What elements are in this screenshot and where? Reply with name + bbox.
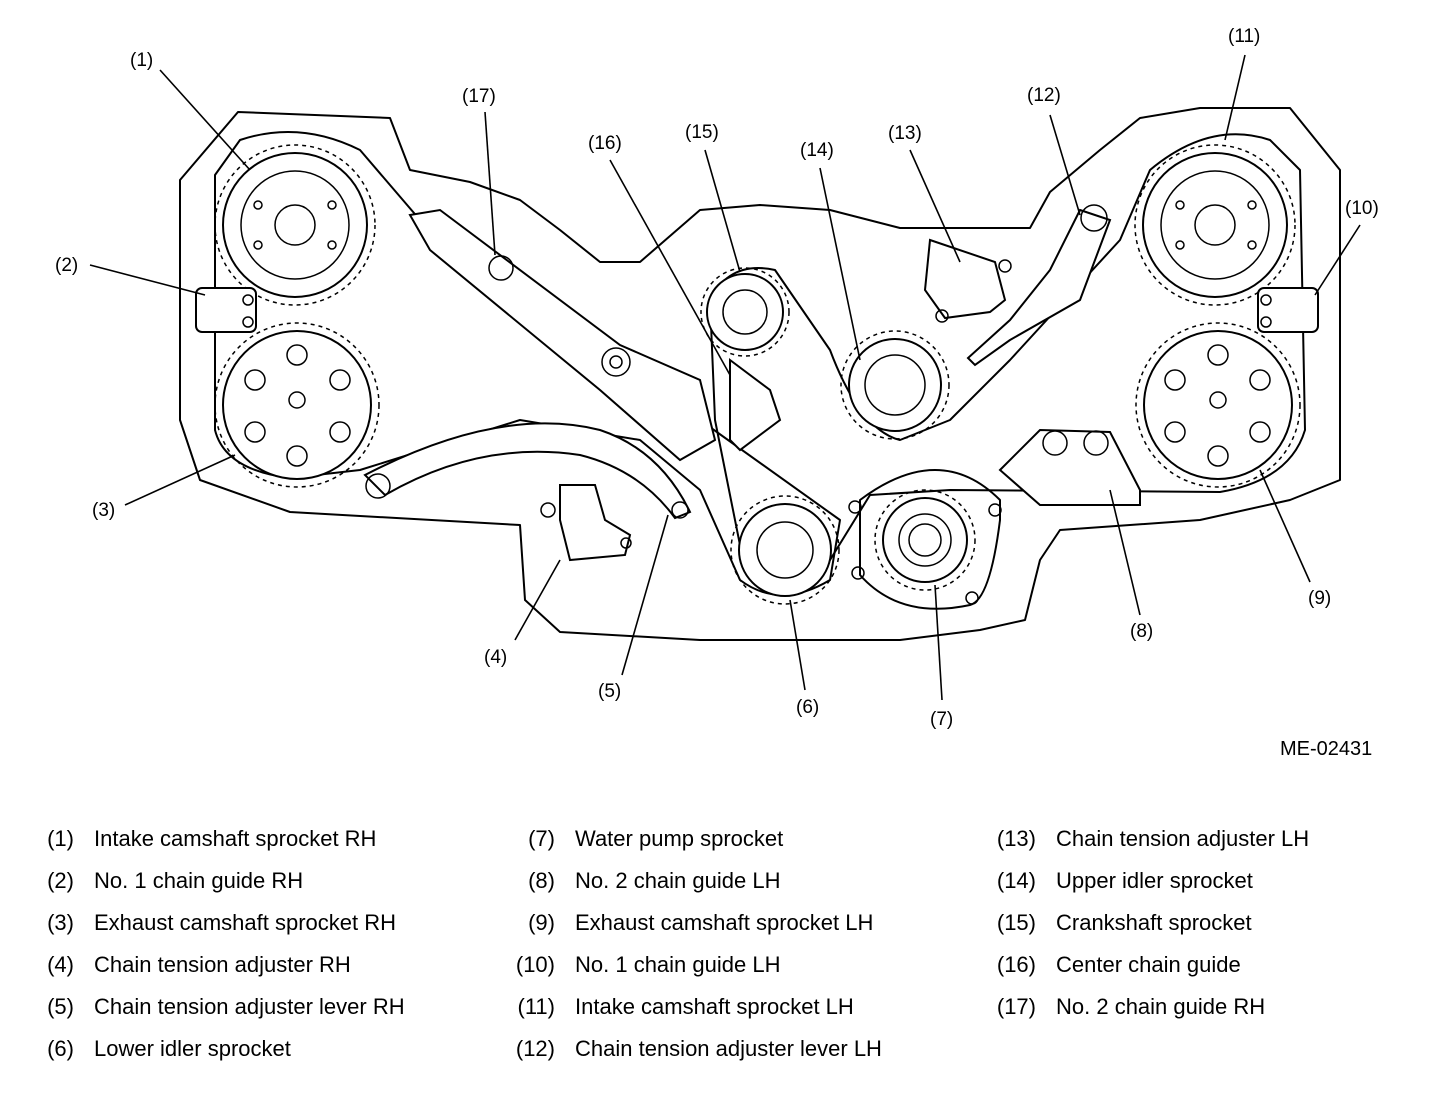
legend-number: (15) xyxy=(996,910,1036,935)
no1-chain-guide-rh xyxy=(195,287,257,333)
callout-17: (17) xyxy=(462,86,496,107)
legend-label: Chain tension adjuster LH xyxy=(1056,826,1310,851)
callout-14: (14) xyxy=(800,140,834,161)
callout-1: (1) xyxy=(130,50,153,71)
water-pump-sprocket xyxy=(848,469,1002,610)
no2-chain-guide-lh xyxy=(998,428,1141,506)
legend-label: No. 1 chain guide LH xyxy=(575,952,781,977)
legend-label: No. 2 chain guide RH xyxy=(1056,994,1266,1019)
legend-number: (17) xyxy=(996,994,1036,1019)
exhaust-camshaft-sprocket-rh xyxy=(214,322,380,488)
legend-label: No. 1 chain guide RH xyxy=(94,868,304,893)
crankshaft-sprocket xyxy=(700,267,790,357)
callout-8: (8) xyxy=(1130,621,1153,642)
chain-tension-adjuster-rh xyxy=(540,484,632,562)
engine-cover-outline xyxy=(179,107,1341,641)
legend-number: (2) xyxy=(47,868,74,893)
legend-label: Crankshaft sprocket xyxy=(1056,910,1252,935)
timing-chain-diagram: (1) (2) (3) (4) (5) (6) (7) (8) (9) (10)… xyxy=(55,26,1379,730)
callout-11: (11) xyxy=(1228,26,1260,47)
callout-5: (5) xyxy=(598,681,621,702)
callout-3: (3) xyxy=(92,500,115,521)
legend-label: Lower idler sprocket xyxy=(94,1036,291,1061)
callout-7: (7) xyxy=(930,709,953,730)
intake-camshaft-sprocket-lh xyxy=(1134,144,1296,306)
legend-number: (7) xyxy=(528,826,555,851)
legend-number: (4) xyxy=(47,952,74,977)
legend-label: Upper idler sprocket xyxy=(1056,868,1253,893)
no1-chain-guide-lh xyxy=(1257,287,1319,333)
chain-tension-adjuster-lever-lh xyxy=(966,204,1112,367)
legend-number: (8) xyxy=(528,868,555,893)
callout-12: (12) xyxy=(1027,85,1061,106)
legend-label: Center chain guide xyxy=(1056,952,1241,977)
legend-label: Intake camshaft sprocket RH xyxy=(94,826,377,851)
chain-tension-adjuster-lh xyxy=(923,238,1012,323)
legend-number: (10) xyxy=(515,952,555,977)
legend-number: (14) xyxy=(996,868,1036,893)
legend-label: Chain tension adjuster RH xyxy=(94,952,351,977)
exhaust-camshaft-sprocket-lh xyxy=(1135,322,1301,488)
legend-number: (11) xyxy=(517,994,556,1019)
legend-label: Exhaust camshaft sprocket LH xyxy=(575,910,874,935)
lower-idler-sprocket xyxy=(730,495,840,605)
legend-number: (6) xyxy=(47,1036,74,1061)
legend-number: (16) xyxy=(996,952,1036,977)
callout-6: (6) xyxy=(796,697,819,718)
no2-chain-guide-rh xyxy=(408,208,717,462)
legend-number: (9) xyxy=(528,910,555,935)
leader-lines xyxy=(89,54,1361,701)
callout-9: (9) xyxy=(1308,588,1331,609)
legend-label: Exhaust camshaft sprocket RH xyxy=(94,910,397,935)
chain-tension-adjuster-lever-rh xyxy=(363,422,692,520)
diagram-reference-id: ME-02431 xyxy=(1280,738,1373,760)
legend-label: Intake camshaft sprocket LH xyxy=(575,994,854,1019)
intake-camshaft-sprocket-rh xyxy=(214,144,376,306)
callout-10: (10) xyxy=(1345,198,1379,219)
legend-label: Chain tension adjuster lever RH xyxy=(94,994,405,1019)
legend-number: (13) xyxy=(996,826,1036,851)
callout-2: (2) xyxy=(55,255,78,276)
legend-number: (12) xyxy=(515,1036,555,1061)
legend-label: No. 2 chain guide LH xyxy=(575,868,781,893)
timing-chain-lh xyxy=(709,133,1306,589)
legend-label: Chain tension adjuster lever LH xyxy=(575,1036,882,1061)
center-chain-guide xyxy=(729,358,782,452)
callout-15: (15) xyxy=(685,122,719,143)
callout-4: (4) xyxy=(484,647,507,668)
callout-13: (13) xyxy=(888,123,922,144)
legend-number: (3) xyxy=(47,910,74,935)
legend-number: (1) xyxy=(47,826,74,851)
upper-idler-sprocket xyxy=(840,330,950,440)
callout-16: (16) xyxy=(588,133,622,154)
legend-label: Water pump sprocket xyxy=(575,826,784,851)
legend-number: (5) xyxy=(47,994,74,1019)
